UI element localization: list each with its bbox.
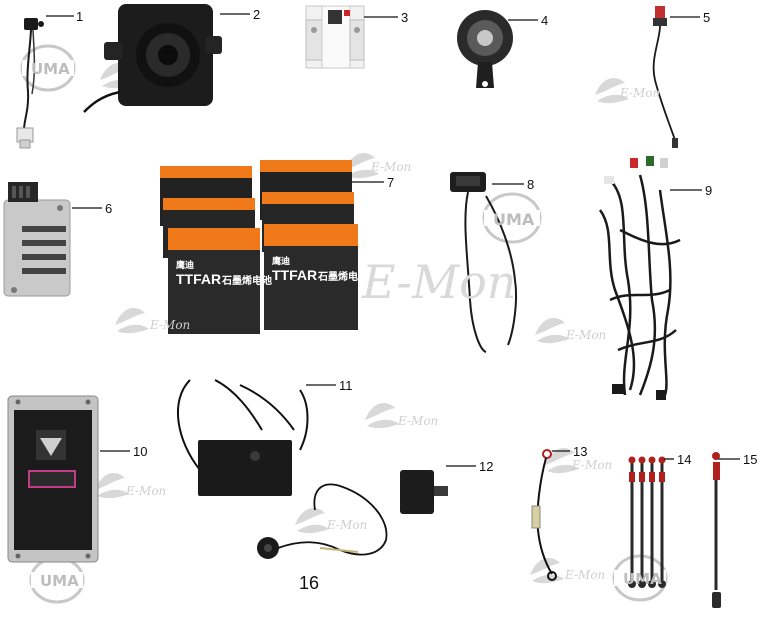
uma-logo-text: UMA (31, 60, 70, 78)
callout-number: 6 (105, 201, 113, 216)
watermark-leaf-icon (365, 403, 399, 429)
watermark-brand-text: E-Mon (150, 318, 191, 332)
part-5-sensor-wire (652, 6, 678, 148)
watermark-leaf-icon (545, 448, 579, 474)
leader-lines (46, 13, 740, 467)
part-9-wiring-harness (598, 156, 681, 400)
battery-brand-cn-label: 石墨烯电池 (221, 274, 272, 287)
battery-brand-cn-label: 石墨烯电池 (317, 270, 368, 283)
watermark-brand-text: E-Mon (572, 458, 613, 472)
part-1-connector (16, 18, 44, 149)
callout-number: 9 (705, 183, 713, 198)
watermark-brand-text: E-Mon (371, 160, 412, 174)
callout-number: 1 (76, 9, 84, 24)
callout-number: 3 (401, 10, 409, 25)
part-7-battery-pack: 鹰迪 TTFAR 石墨烯电池 鹰迪 TTFAR 石墨烯电池 (160, 160, 368, 334)
part-12-adapter (400, 470, 448, 514)
callout-number: 16 (299, 573, 320, 593)
uma-logo-text: UMA (623, 570, 662, 588)
callout-number: 2 (253, 7, 261, 22)
callout-number: 13 (573, 444, 588, 459)
part-6-controller (3, 182, 71, 297)
watermark-leaf-icon (295, 508, 329, 534)
watermark-brand-text: E-Mon (565, 568, 606, 582)
battery-maker-label: 鹰迪 (176, 259, 194, 270)
uma-logo-icon (482, 192, 542, 244)
watermark-leaf-icon (95, 473, 129, 499)
part-3-circuit-breaker (305, 5, 365, 69)
callout-number: 7 (387, 175, 395, 190)
part-11-charger (177, 379, 309, 496)
callout-number: 15 (743, 452, 758, 467)
part-8-meter (450, 172, 518, 353)
part-15-cable (712, 452, 721, 608)
callout-number: 5 (703, 10, 711, 25)
watermark-brand-text: E-Mon (620, 86, 661, 100)
callout-number: 4 (541, 13, 549, 28)
watermark-brand-text: E-Mon (566, 328, 607, 342)
battery-brand-label: TTFAR (272, 267, 317, 283)
callout-number: 8 (527, 177, 535, 192)
callout-number: 14 (677, 452, 692, 467)
watermark-leaf-icon (530, 558, 564, 584)
watermark-leaf-icon (115, 308, 149, 334)
callout-number: 12 (479, 459, 494, 474)
part-10-controller-box (7, 395, 99, 563)
battery-maker-label: 鹰迪 (272, 255, 290, 266)
watermark-brand-text: E-Mon (126, 484, 167, 498)
battery-brand-label: TTFAR (176, 271, 221, 287)
watermark-brand-text: E-Mon (398, 414, 439, 428)
part-2-speaker (83, 4, 222, 113)
part-4-horn (457, 10, 513, 88)
callout-number: 10 (133, 444, 148, 459)
uma-logo-text: UMA (493, 210, 535, 229)
watermark-brand-text: E-Mon (362, 255, 517, 309)
watermark-leaf-icon (595, 78, 629, 104)
part-14-cables (628, 456, 666, 588)
callout-number: 11 (339, 378, 353, 393)
watermark-leaf-icon (345, 153, 379, 179)
watermark-brand-text: E-Mon (327, 518, 368, 532)
part-13-cable (531, 449, 557, 581)
part-16-sensor (257, 483, 388, 559)
uma-logo-text: UMA (40, 572, 79, 590)
watermark-leaf-icon (535, 318, 569, 344)
